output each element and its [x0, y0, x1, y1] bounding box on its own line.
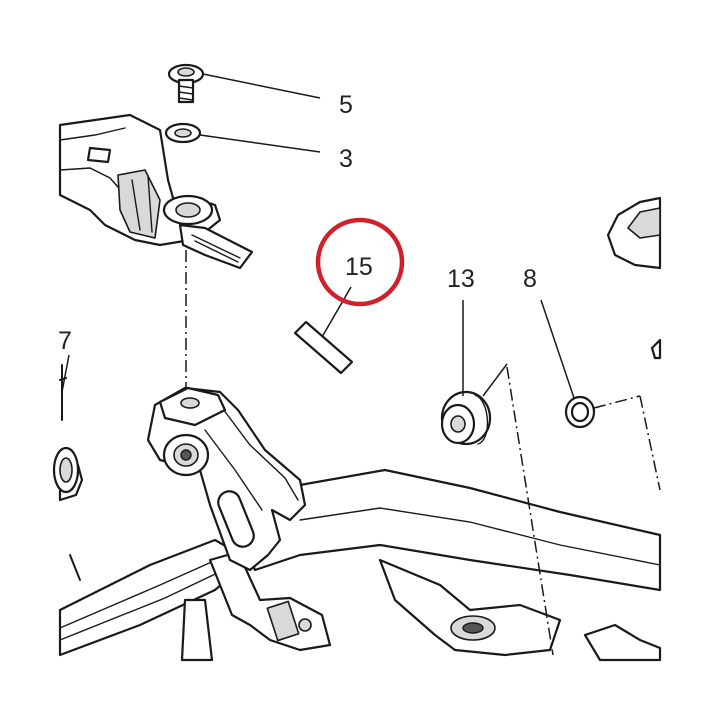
highlight-circle — [315, 217, 405, 307]
screw-icon — [167, 63, 205, 104]
lower-mount-bracket — [146, 386, 307, 572]
callout-3: 3 — [339, 145, 353, 173]
callout-labels: 5 3 15 13 8 7 — [58, 91, 537, 355]
grommet-icon — [440, 390, 492, 446]
assembly-lines — [506, 366, 661, 656]
leader-lines — [61, 73, 575, 399]
washer-icon — [164, 122, 202, 144]
callout-8: 8 — [523, 265, 537, 293]
frame-assembly — [58, 377, 662, 662]
right-edge-parts — [606, 196, 662, 360]
upper-bracket — [58, 113, 254, 270]
left-component-7 — [52, 364, 80, 494]
callout-7: 7 — [58, 327, 72, 355]
callout-13: 13 — [447, 265, 475, 293]
o-ring-icon — [564, 395, 596, 429]
callout-15: 15 — [345, 253, 373, 281]
rubber-pad-icon — [293, 320, 354, 375]
callout-5: 5 — [339, 91, 353, 119]
